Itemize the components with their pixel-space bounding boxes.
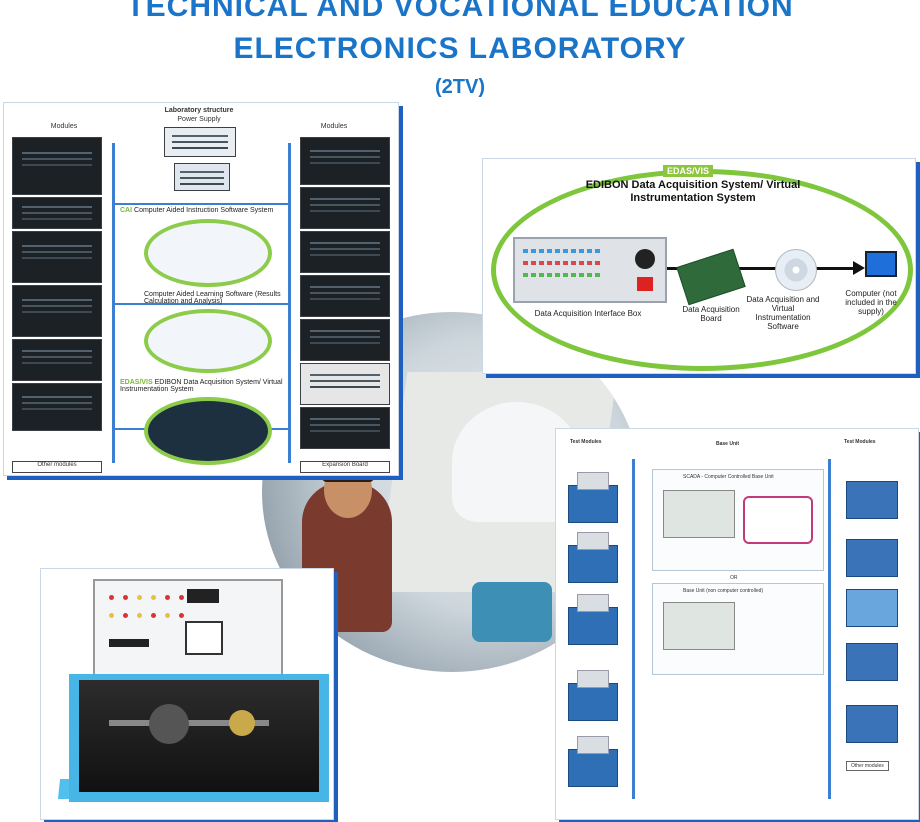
test-module-unit <box>568 736 618 787</box>
page-title-line1: TECHNICAL AND VOCATIONAL EDUCATION <box>126 0 794 23</box>
module-board <box>300 407 390 449</box>
scada-base-unit-box: SCADA - Computer Controlled Base Unit <box>652 469 824 571</box>
bus-connector <box>112 203 290 205</box>
module-board <box>300 319 390 361</box>
motor-image <box>149 704 189 744</box>
base-unit-image <box>663 602 735 650</box>
digital-display <box>187 589 219 603</box>
module-board <box>300 363 390 405</box>
indicator-lights <box>109 613 114 618</box>
scada-label: SCADA - Computer Controlled Base Unit <box>683 474 774 480</box>
power-supply-label: Power Supply <box>177 116 221 123</box>
cai-label: CAI Computer Aided Instruction Software … <box>120 207 274 214</box>
module-board <box>300 137 390 185</box>
output-leds <box>523 261 528 265</box>
power-supply-image <box>164 127 236 157</box>
interface-box-caption: Data Acquisition Interface Box <box>534 309 642 318</box>
cal-software-oval <box>144 309 272 373</box>
manual-label: Base Unit (non computer controlled) <box>683 588 764 594</box>
shaft-image <box>109 720 269 726</box>
lab-structure-title: Laboratory structure <box>164 107 234 114</box>
test-module-unit <box>846 589 898 627</box>
page-code: (2TV) <box>435 76 485 98</box>
module-board <box>12 383 102 431</box>
other-modules-box: Other modules <box>12 461 102 473</box>
input-leds <box>523 249 528 253</box>
or-label: OR <box>730 575 738 581</box>
base-unit-heading: Base Unit <box>716 441 740 447</box>
trainer-photo-panel <box>40 568 334 820</box>
test-modules-panel: Test Modules Base Unit Test Modules Othe… <box>555 428 919 820</box>
signal-arrow-line <box>667 267 857 270</box>
analog-meter-icon <box>185 621 223 655</box>
right-test-modules-heading: Test Modules <box>844 439 876 445</box>
cai-software-oval <box>144 219 272 287</box>
test-module-unit <box>568 532 618 583</box>
software-cd-icon <box>775 249 817 291</box>
knob-icon <box>635 249 655 269</box>
trainer-mechanism-box <box>69 674 329 802</box>
interface-box-image <box>513 237 667 303</box>
edas-vis-panel: EDAS/VIS EDIBON Data Acquisition System/… <box>482 158 916 374</box>
manual-base-unit-box: Base Unit (non computer controlled) <box>652 583 824 675</box>
pulley-image <box>229 710 255 736</box>
test-module-unit <box>568 594 618 645</box>
module-board <box>12 339 102 381</box>
left-test-modules-heading: Test Modules <box>570 439 602 445</box>
test-module-unit <box>568 472 618 523</box>
display-strip <box>109 639 149 647</box>
computer-caption: Computer (not included in the supply) <box>845 289 897 316</box>
edas-label: EDAS/VIS EDIBON Data Acquisition System/… <box>120 379 283 393</box>
edas-inset <box>743 496 813 544</box>
test-module-unit <box>846 539 898 577</box>
edas-title: EDIBON Data Acquisition System/ Virtual … <box>585 179 801 204</box>
module-board <box>12 285 102 337</box>
test-module-unit <box>846 705 898 743</box>
module-board <box>300 275 390 317</box>
other-modules-box: Other modules <box>846 761 889 771</box>
computer-monitor-icon <box>865 251 897 277</box>
page-title-line2: ELECTRONICS LABORATORY <box>233 32 687 65</box>
expansion-board-box: Expansion Board <box>300 461 390 473</box>
test-module-unit <box>846 643 898 681</box>
module-board <box>12 137 102 195</box>
arrow-head-icon <box>853 261 865 275</box>
edas-oval <box>144 397 272 465</box>
indicator-lights <box>109 595 114 600</box>
laboratory-structure-panel: Laboratory structure Power Supply Module… <box>3 102 399 476</box>
software-caption: Data Acquisition and Virtual Instrumenta… <box>746 295 820 331</box>
test-module-unit <box>568 670 618 721</box>
power-supply-unit-image <box>174 163 230 191</box>
module-board <box>300 187 390 229</box>
cal-label: Computer Aided Learning Software (Result… <box>144 291 281 305</box>
module-board <box>12 197 102 229</box>
left-bus-line <box>632 459 635 799</box>
bus-connector <box>112 303 290 305</box>
module-board <box>12 231 102 283</box>
power-switch-icon <box>637 277 653 291</box>
digital-leds <box>523 273 528 277</box>
left-modules-heading: Modules <box>50 123 78 130</box>
board-caption: Data Acquisition Board <box>682 305 740 323</box>
module-board <box>300 231 390 273</box>
base-unit-image <box>663 490 735 538</box>
edas-badge: EDAS/VIS <box>663 165 714 177</box>
right-modules-heading: Modules <box>320 123 348 130</box>
right-bus-line <box>828 459 831 799</box>
test-module-unit <box>846 481 898 519</box>
gauge-image <box>472 582 552 642</box>
